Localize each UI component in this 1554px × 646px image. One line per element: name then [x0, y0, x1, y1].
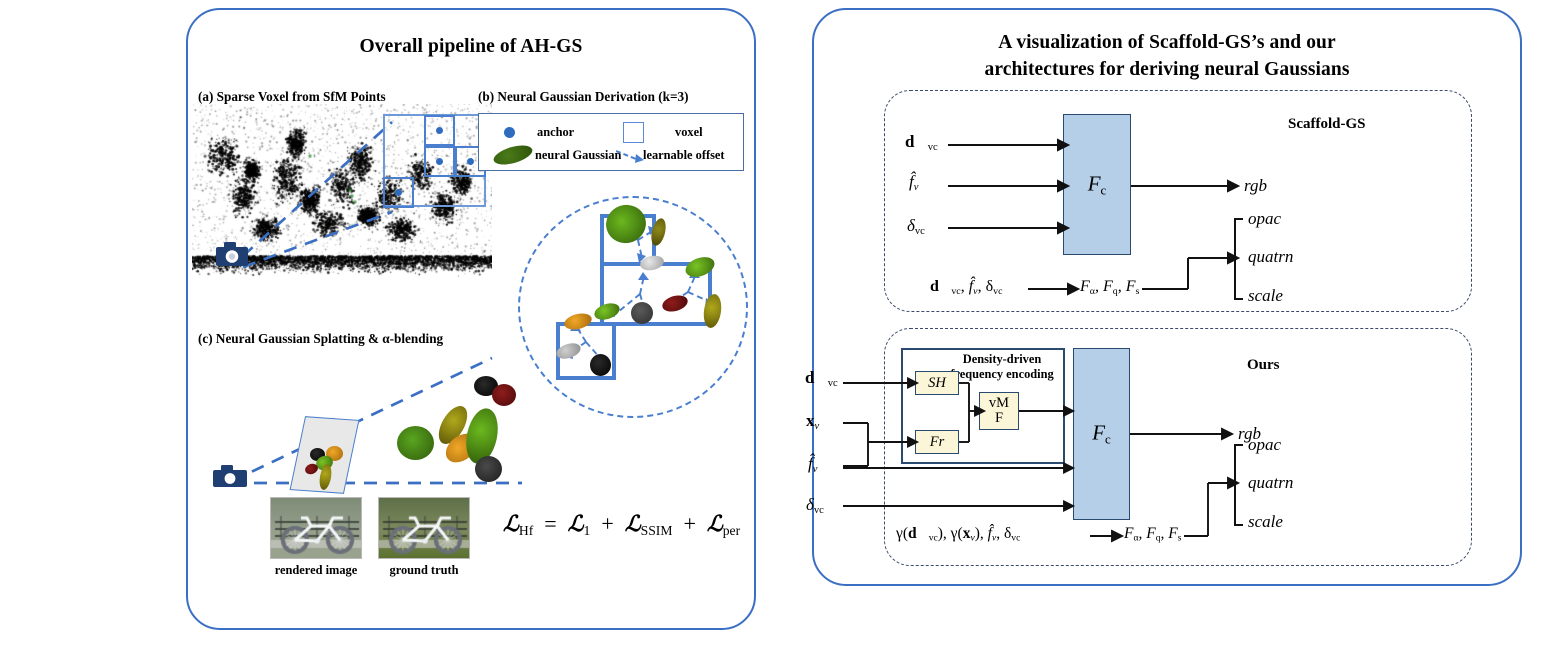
scaffold-fc-label: Fc: [1087, 171, 1107, 197]
scaffold-geom-inputs: d⃗vc, f̂v, δvc: [930, 278, 1003, 297]
ours-input-deltavc: δvc: [806, 495, 824, 516]
ours-output-quatrn: quatrn: [1248, 473, 1294, 492]
legend-label-learnable-offset: learnable offset: [643, 148, 725, 162]
camera-frustum-lines: [231, 356, 522, 485]
learnable-offset-arrow-icon: [616, 150, 644, 163]
anchor-dot: [467, 158, 474, 165]
encoder-title-line1: Density-driven: [962, 352, 1042, 366]
dashed-circle-boundary: [518, 196, 748, 418]
camera-icon-panel-c: [213, 465, 247, 487]
loss-equation: ℒHf = ℒ1 + ℒSSIM + ℒper: [503, 511, 741, 538]
voxel-edge: [600, 214, 604, 326]
scaffold-input-deltavc: δvc: [907, 216, 925, 237]
scaffold-input-dvc: d⃗vc: [905, 132, 938, 153]
camera-icon-panel-a: [216, 242, 248, 266]
neural-gaussian: [492, 384, 516, 406]
voxel-swatch-icon: [623, 122, 644, 143]
anchor-swatch-icon: [504, 127, 515, 138]
neural-gaussian-derivation-diagram: [518, 196, 748, 418]
scaffold-output-brace: [1234, 218, 1243, 300]
scaffold-gs-architecture-box: [884, 90, 1472, 312]
anchor-dot: [436, 127, 443, 134]
scaffold-geom-heads: Fα, Fq, Fs: [1080, 278, 1140, 297]
fr-block: Fr: [915, 430, 959, 454]
scaffold-output-quatrn: quatrn: [1248, 247, 1294, 266]
neural-gaussian: [590, 354, 611, 376]
scaffold-output-opac: opac: [1248, 209, 1282, 228]
neural-gaussian: [631, 302, 653, 324]
subcaption-b: (b) Neural Gaussian Derivation (k=3): [478, 89, 689, 104]
ours-output-rgb: rgb: [1238, 424, 1261, 443]
encoder-title: Density-driven frequency encoding: [938, 352, 1066, 381]
loss-term-3: per: [722, 522, 741, 538]
splatting-diagram: [192, 356, 522, 504]
ours-label: Ours: [1247, 357, 1280, 373]
sfm-point-cloud: [192, 104, 492, 302]
anchor-dot: [395, 189, 402, 196]
ours-input-dvc: d⃗vc: [805, 368, 838, 389]
neural-gaussian: [475, 456, 502, 482]
sh-block: SH: [915, 371, 959, 395]
voxel-edge: [556, 376, 616, 380]
ground-truth-caption: ground truth: [389, 563, 459, 577]
ours-input-fv: f̂v: [808, 454, 818, 475]
loss-term-1: 1: [583, 522, 591, 538]
ours-architecture-box: [884, 328, 1472, 566]
ours-fc-label: Fc: [1092, 420, 1111, 447]
scaffold-gs-label: Scaffold-GS: [1288, 116, 1366, 132]
left-panel-title: Overall pipeline of AH-GS: [359, 36, 583, 57]
encoder-title-line2: frequency encoding: [950, 366, 1054, 381]
right-panel-title-line1: A visualization of Scaffold-GS’s and our: [998, 32, 1336, 53]
legend-label-voxel: voxel: [675, 125, 703, 139]
voxel-edge: [612, 322, 616, 380]
neural-gaussian: [397, 426, 434, 460]
right-panel-title-line2: architectures for deriving neural Gaussi…: [984, 58, 1350, 80]
right-panel-architectures: A visualization of Scaffold-GS’s and our…: [812, 8, 1522, 586]
subcaption-c: (c) Neural Gaussian Splatting & α-blendi…: [198, 331, 444, 346]
voxel-edge: [656, 322, 712, 326]
ours-geom-inputs: γ(d⃗vc), γ(xv), f̂v, δvc: [896, 525, 1021, 544]
scaffold-input-fv: f̂v: [909, 172, 919, 193]
rendered-image-thumbnail: [270, 497, 362, 559]
anchor-dot: [436, 158, 443, 165]
legend-label-anchor: anchor: [537, 125, 575, 139]
scaffold-output-rgb: rgb: [1244, 176, 1267, 195]
ours-output-scale: scale: [1248, 512, 1283, 531]
loss-lhs-subscript: Hf: [518, 522, 534, 538]
subcaption-a: (a) Sparse Voxel from SfM Points: [198, 89, 386, 104]
voxel-edge: [708, 262, 712, 324]
scaffold-fc-mlp: Fc: [1063, 114, 1131, 255]
legend-box: anchor voxel neural Gaussian learnable o…: [478, 113, 744, 171]
ours-geom-heads: Fα, Fq, Fs: [1124, 525, 1182, 544]
scaffold-output-scale: scale: [1248, 286, 1283, 305]
ours-input-xv: xv: [806, 411, 820, 432]
right-panel-title: A visualization of Scaffold-GS’s and our…: [814, 30, 1520, 84]
ours-output-opac: opac: [1248, 435, 1282, 454]
legend-label-neural-gaussian: neural Gaussian: [535, 148, 622, 162]
rendered-image-caption: rendered image: [274, 563, 358, 577]
ground-truth-thumbnail: [378, 497, 470, 559]
ours-output-brace: [1234, 444, 1243, 526]
ours-fc-mlp: Fc: [1073, 348, 1130, 520]
loss-term-2: SSIM: [640, 522, 673, 538]
